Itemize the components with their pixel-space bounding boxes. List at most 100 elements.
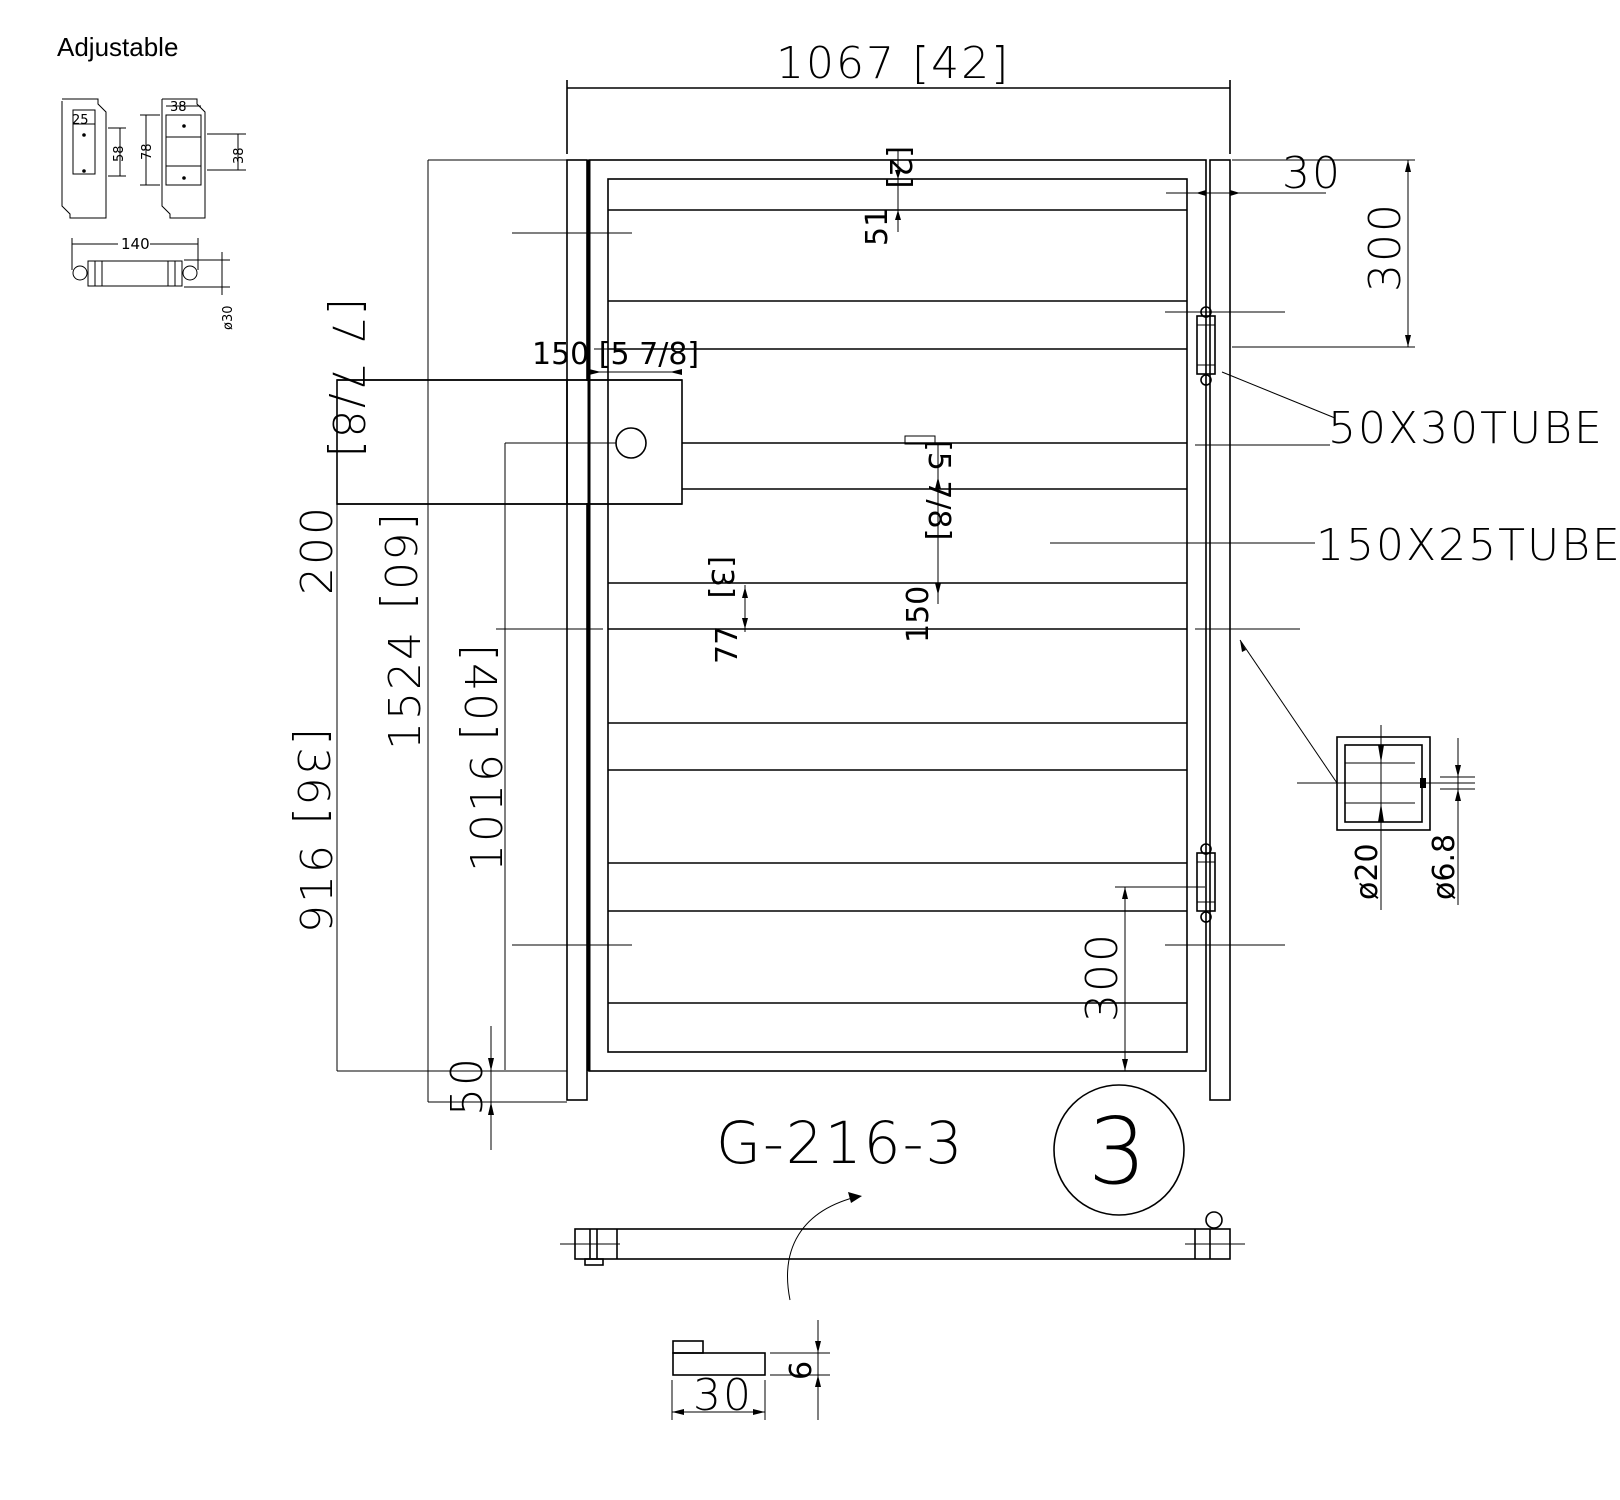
dim-150-latch-arrow-2 — [670, 369, 682, 375]
dim-hinge-bottom: 300 — [1077, 932, 1128, 1022]
bracket-right-hole-top — [182, 124, 186, 128]
latch-box — [336, 379, 683, 505]
dia20-arrow-2 — [1378, 803, 1384, 822]
dim-51: 51 — [860, 208, 895, 246]
overall-width: 1067 [42] — [776, 38, 1010, 89]
dim-1524: 1524 — [380, 630, 431, 750]
post-right — [1209, 159, 1231, 1101]
hinge-bottom-body — [1196, 852, 1216, 912]
dim-916: 916 — [292, 843, 343, 933]
gate-frame-inner — [607, 178, 1188, 1053]
dim-bar-gap-tag — [904, 435, 936, 445]
detail-dim-38-top: 38 — [170, 100, 187, 115]
dia68-arrow-1 — [1455, 765, 1461, 777]
bracket-left-hole-top — [82, 133, 86, 137]
dim-40: [40] — [454, 644, 505, 742]
dim-150-latch-arrow-1 — [589, 369, 601, 375]
dim-bar-gap-mm: 150 — [901, 586, 936, 643]
plate-30-arrow-2 — [753, 1409, 765, 1415]
plate-detail: 30 6 — [671, 1320, 830, 1421]
dim-77: 77 — [710, 626, 745, 664]
dim-300-bottom-arrow-1 — [1122, 887, 1128, 899]
plate-body — [672, 1352, 766, 1376]
dim-60: [60] — [374, 513, 425, 611]
dim-3: [3] — [704, 556, 739, 599]
swing-arrow — [787, 1195, 861, 1301]
section-dia20: ø20 — [1350, 843, 1385, 900]
legend-title: Adjustable — [57, 32, 178, 62]
dim-51-arrow-top — [895, 170, 901, 179]
post-left — [566, 159, 588, 1101]
dim-300-top-arrow-1 — [1405, 160, 1411, 172]
hinge-bottom — [1196, 843, 1216, 923]
dim-bar-gap-arrow-1 — [935, 477, 941, 489]
bracket-right-plate — [165, 114, 202, 186]
dim-200: 200 — [292, 505, 343, 595]
plan-latch-tab — [584, 1258, 604, 1266]
dim-140-gap — [118, 236, 150, 252]
hinge-top-knob-bottom — [1200, 374, 1212, 386]
detail-dim-38-right: 38 — [232, 147, 247, 164]
plan-view — [560, 1192, 1245, 1301]
dim-300-top-arrow-2 — [1405, 335, 1411, 347]
pin-cap-left — [72, 265, 88, 281]
plate-thickness: 6 — [784, 1361, 819, 1380]
title-block: G-216-3 3 — [716, 1084, 1185, 1216]
dim-30-frame-arrow-left — [1196, 190, 1206, 196]
pin-cap-right — [182, 265, 198, 281]
hinge-bottom-knob — [1200, 843, 1212, 855]
detail-dim-58: 58 — [112, 145, 127, 162]
hinge-bottom-knob-bottom — [1200, 911, 1212, 923]
bracket-left-plate — [72, 109, 96, 175]
dia20-arrow-1 — [1378, 745, 1384, 763]
dim-300-bottom-arrow-2 — [1122, 1059, 1128, 1071]
tube-frame-leader — [1221, 371, 1336, 419]
detail-dim-25: 25 — [72, 113, 89, 128]
plan-bar — [574, 1228, 1231, 1260]
drawing-code: G-216-3 — [716, 1109, 964, 1177]
bracket-left — [61, 98, 107, 219]
tube-bar-label: 150X25TUBE — [1316, 520, 1620, 571]
sheet-number: 3 — [1088, 1098, 1149, 1205]
dim-bar-gap-arrow-2 — [935, 583, 941, 595]
plan-hinge-knob — [1205, 1211, 1223, 1229]
dim-hinge-top: 300 — [1360, 202, 1411, 292]
plate-6-arrow-1 — [815, 1341, 821, 1353]
detail-dim-140: 140 — [121, 235, 150, 253]
dim-50-arrow-1 — [488, 1058, 494, 1071]
sheet-circle — [1053, 1084, 1185, 1216]
plate-30-arrow-1 — [672, 1409, 684, 1415]
hinge-top — [1196, 306, 1216, 386]
detail-dim-dia30: ø30 — [221, 306, 236, 331]
detail-dim-78: 78 — [140, 143, 155, 160]
dim-latch-height: [7 7/8] — [322, 298, 373, 459]
dim-36: [36] — [287, 728, 338, 826]
dim-top-gap: [2] — [882, 146, 917, 189]
dim-1016: 1016 — [462, 752, 513, 872]
latch-hole — [615, 427, 647, 459]
gate-bars — [608, 209, 1187, 1004]
bracket-right-hole-bottom — [182, 176, 186, 180]
plate-width: 30 — [693, 1370, 753, 1421]
dim-30-frame-arrow-right — [1230, 190, 1240, 196]
dim-77-arrow-2 — [742, 618, 748, 629]
section-leader-arrow — [1240, 640, 1246, 652]
swing-arrow-head — [848, 1192, 862, 1203]
dim-51-arrow-bottom — [895, 210, 901, 220]
dim-bar-gap-in: [5 7/8] — [921, 440, 956, 540]
dim-latch-offset: 150 [5 7/8] — [532, 337, 699, 372]
dia68-arrow-2 — [1455, 789, 1461, 801]
dim-77-arrow-1 — [742, 587, 748, 598]
section-slot — [1420, 778, 1426, 788]
hinge-detail: Adjustable 25 58 38 78 38 140 — [57, 32, 247, 330]
plate-lip — [672, 1340, 704, 1354]
bracket-right — [161, 98, 206, 219]
dim-30-frame: 30 — [1282, 148, 1342, 199]
plate-6-arrow-2 — [815, 1375, 821, 1387]
dim-50: 50 — [442, 1056, 493, 1116]
hinge-top-body — [1196, 315, 1216, 375]
dim-50-arrow-2 — [488, 1102, 494, 1115]
bracket-left-hole-bottom — [82, 169, 86, 173]
section-dia68: ø6.8 — [1427, 834, 1462, 900]
